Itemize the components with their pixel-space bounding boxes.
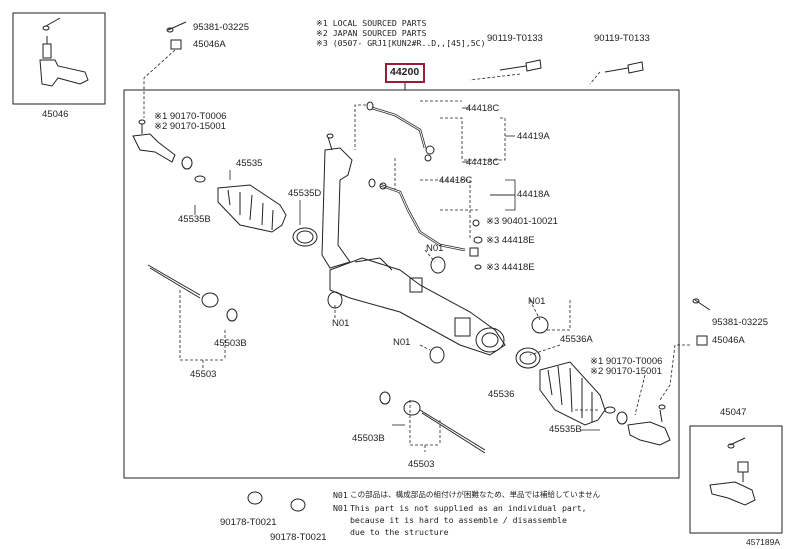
- part-label[interactable]: 44418C: [466, 103, 500, 114]
- part-label[interactable]: 45503B: [214, 338, 247, 349]
- part-label[interactable]: 45046A: [193, 39, 226, 50]
- part-label[interactable]: ※3 44418E: [486, 235, 535, 246]
- footnote-jp-prefix: N01: [333, 490, 348, 500]
- part-label-44200[interactable]: 44200: [390, 66, 420, 78]
- part-label[interactable]: ※2 90170-15001: [154, 121, 226, 132]
- legend-line-3: ※3 (0507- GRJ1[KUN2#R..D,,[45],5C): [316, 38, 486, 48]
- part-label[interactable]: 90178-T0021: [270, 532, 327, 543]
- part-label[interactable]: 45047: [720, 407, 747, 418]
- part-label[interactable]: ※2 90170-15001: [590, 366, 662, 377]
- part-label[interactable]: 45046A: [712, 335, 745, 346]
- part-label[interactable]: 45046: [42, 109, 69, 120]
- inset-frame-45046: [12, 12, 106, 105]
- part-label[interactable]: ※3 44418E: [486, 262, 535, 273]
- part-label[interactable]: N01: [426, 243, 444, 254]
- part-label[interactable]: N01: [528, 296, 546, 307]
- part-label[interactable]: 90119-T0133: [487, 33, 543, 44]
- part-label[interactable]: 90178-T0021: [220, 517, 277, 528]
- part-label[interactable]: 90119-T0133: [594, 33, 650, 44]
- part-label[interactable]: 45503B: [352, 433, 385, 444]
- part-label[interactable]: 44418C: [466, 157, 500, 168]
- part-label[interactable]: ※1 90170-T0006: [154, 111, 227, 122]
- legend-line-1: ※1 LOCAL SOURCED PARTS: [316, 18, 427, 28]
- part-label[interactable]: N01: [332, 318, 350, 329]
- footnote-jp-text: この部品は、構成部品の組付けが困難なため、単品では補給していません: [350, 490, 601, 499]
- part-label[interactable]: 45535: [236, 158, 263, 169]
- part-label[interactable]: 45535B: [549, 424, 582, 435]
- part-label[interactable]: 45535D: [288, 188, 322, 199]
- part-label[interactable]: 95381-03225: [193, 22, 249, 33]
- footnote-en-prefix: N01: [333, 503, 348, 513]
- part-label[interactable]: 45536: [488, 389, 515, 400]
- part-label[interactable]: 44418C: [439, 175, 473, 186]
- part-label[interactable]: 44418A: [517, 189, 550, 200]
- legend-line-2: ※2 JAPAN SOURCED PARTS: [316, 28, 427, 38]
- inset-frame-45047: [689, 425, 783, 534]
- assembly-frame: [123, 89, 680, 479]
- footnote-en-line-3: due to the structure: [350, 527, 449, 537]
- part-label[interactable]: 45535B: [178, 214, 211, 225]
- highlight-box: [385, 63, 425, 83]
- footnote-en-line-1: This part is not supplied as an individu…: [350, 503, 587, 513]
- part-label[interactable]: 95381-03225: [712, 317, 768, 328]
- part-label[interactable]: ※3 90401-10021: [486, 216, 558, 227]
- diagram-id: 457189A: [746, 537, 781, 547]
- footnote-en-line-2: because it is hard to assemble / disasse…: [350, 515, 567, 525]
- part-label[interactable]: 45536A: [560, 334, 593, 345]
- part-label[interactable]: N01: [393, 337, 411, 348]
- part-label[interactable]: 45503: [190, 369, 217, 380]
- part-label[interactable]: 45503: [408, 459, 435, 470]
- part-label[interactable]: 44419A: [517, 131, 550, 142]
- part-label[interactable]: ※1 90170-T0006: [590, 356, 663, 367]
